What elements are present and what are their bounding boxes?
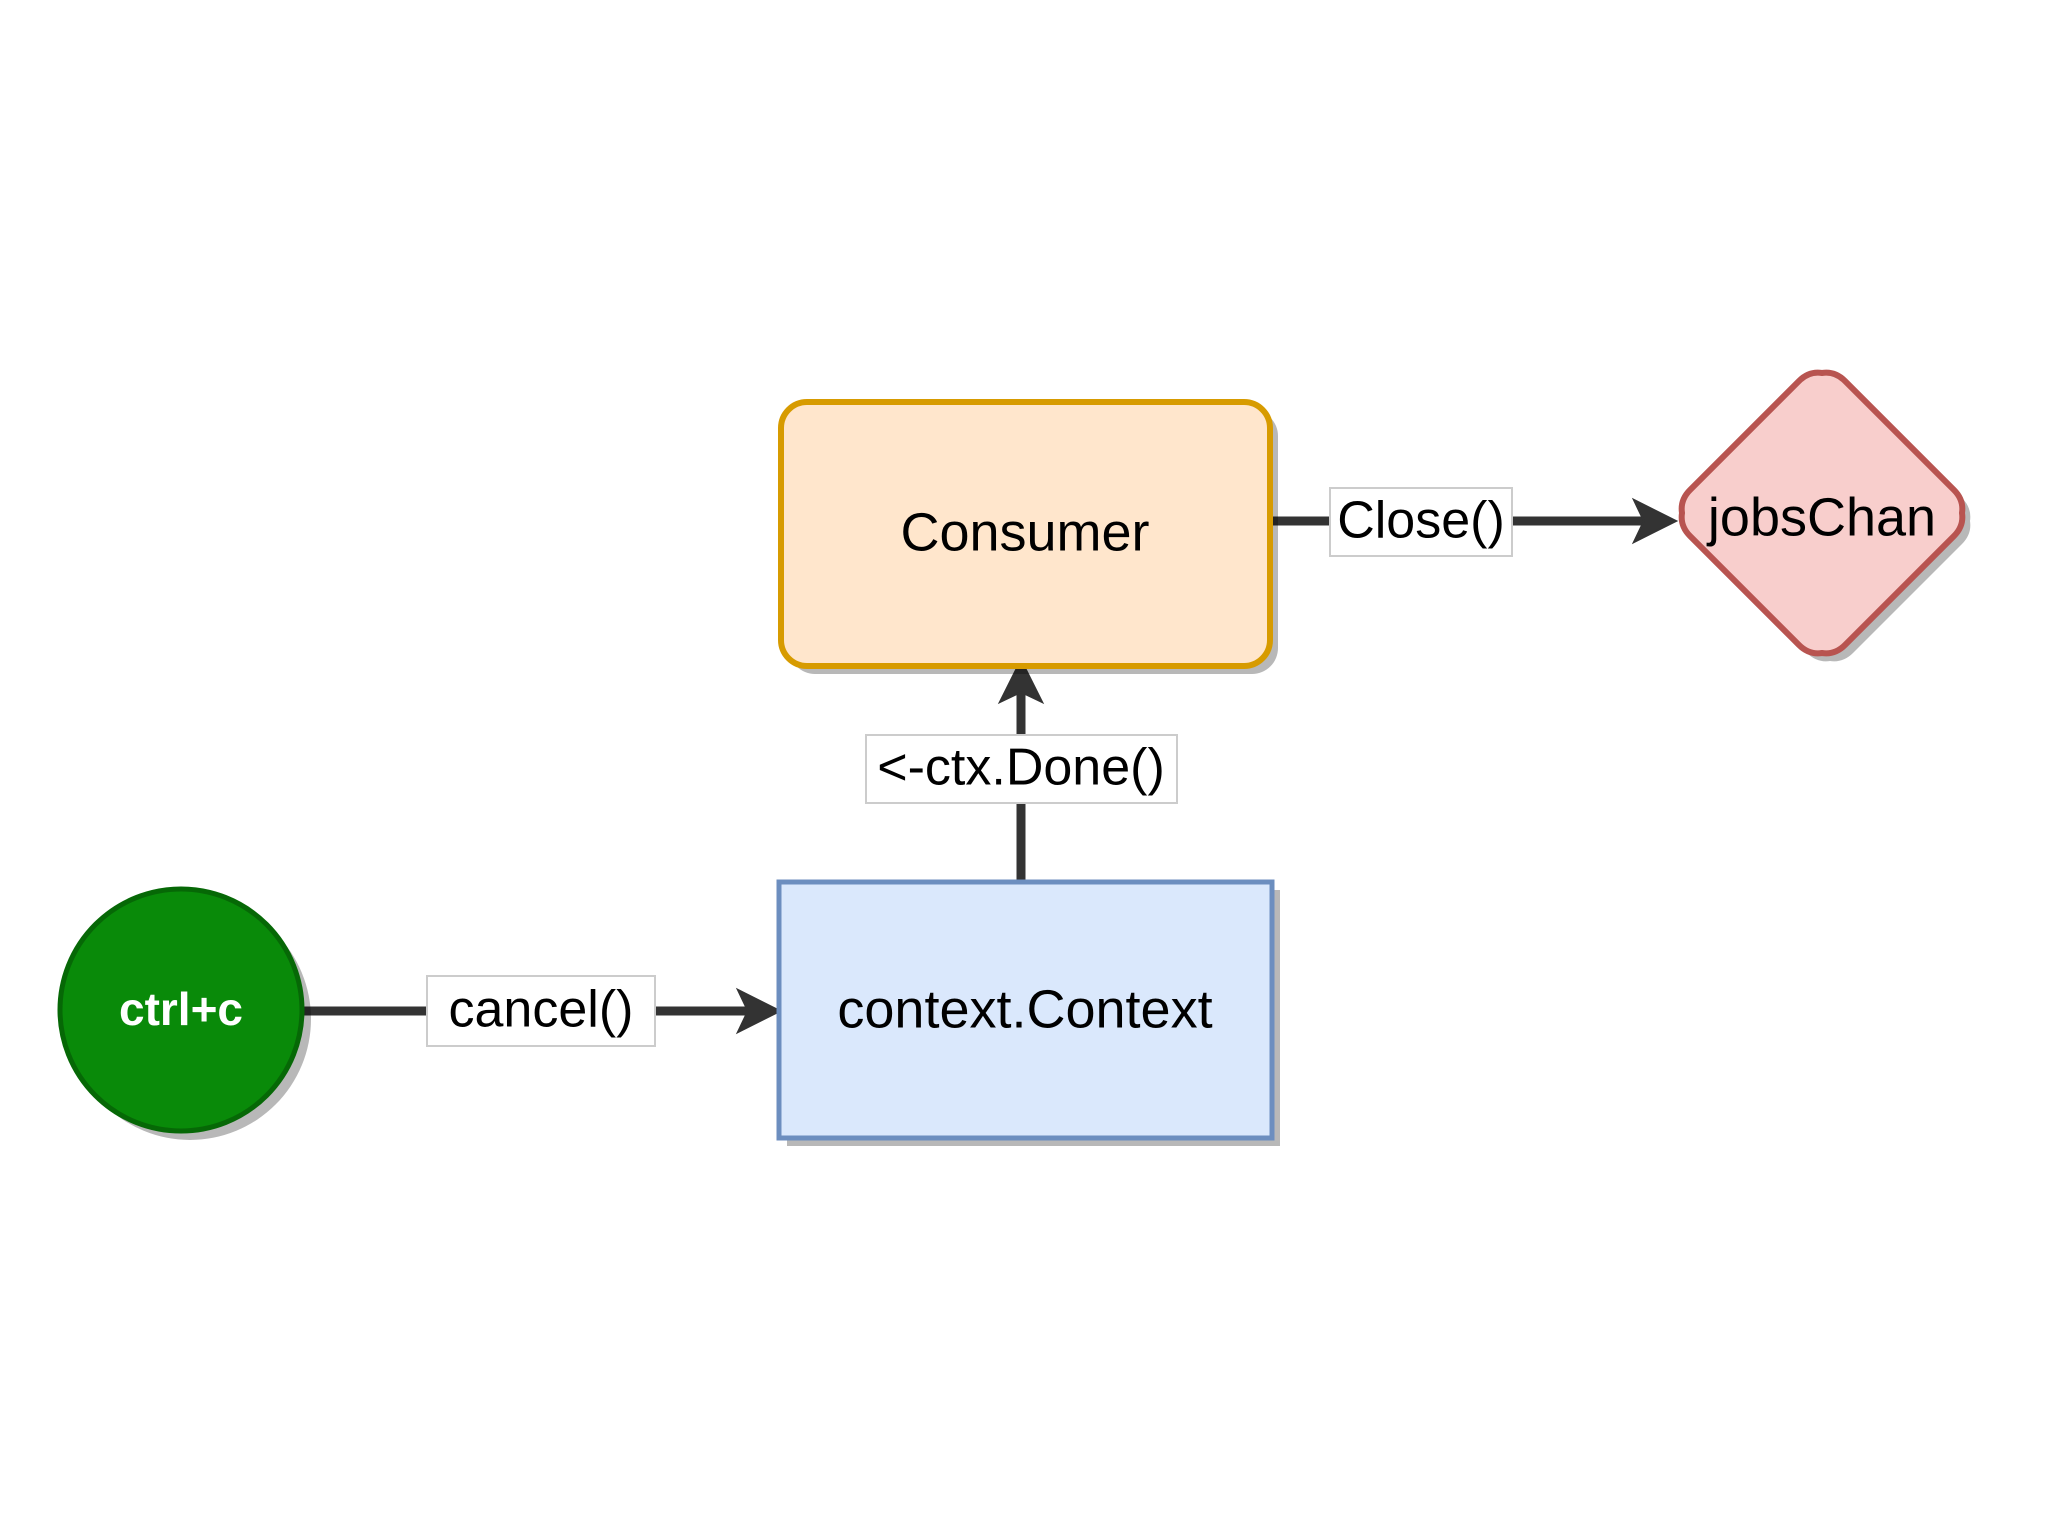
edge-label-cancel: cancel() — [426, 975, 656, 1047]
node-jobschan[interactable]: jobsChan — [1678, 369, 1971, 662]
context-shape — [776, 879, 1275, 1141]
node-context[interactable]: context.Context — [776, 879, 1280, 1146]
edge-label-ctx-done: <-ctx.Done() — [865, 734, 1178, 804]
arrowhead-right-cancel — [735, 987, 783, 1035]
close-label-text: Close() — [1337, 492, 1505, 550]
ctx-done-label-box — [865, 734, 1178, 804]
consumer-shape — [778, 399, 1273, 669]
cancel-label-box — [426, 975, 656, 1047]
node-consumer[interactable]: Consumer — [778, 399, 1278, 674]
ctrlc-label: ctrl+c — [119, 983, 243, 1035]
node-ctrlc[interactable]: ctrl+c — [57, 886, 311, 1140]
cancel-label-text: cancel() — [449, 981, 634, 1039]
edge-label-close: Close() — [1329, 487, 1513, 557]
consumer-label: Consumer — [900, 502, 1149, 562]
jobschan-shape — [1678, 369, 1966, 657]
ctrlc-shape — [57, 886, 305, 1134]
jobschan-label: jobsChan — [1706, 487, 1936, 547]
close-label-box — [1329, 487, 1513, 557]
ctx-done-label-text: <-ctx.Done() — [877, 739, 1165, 797]
arrowhead-up-ctx-done — [997, 657, 1045, 705]
arrowhead-right-close — [1631, 497, 1679, 545]
context-label: context.Context — [837, 979, 1212, 1039]
